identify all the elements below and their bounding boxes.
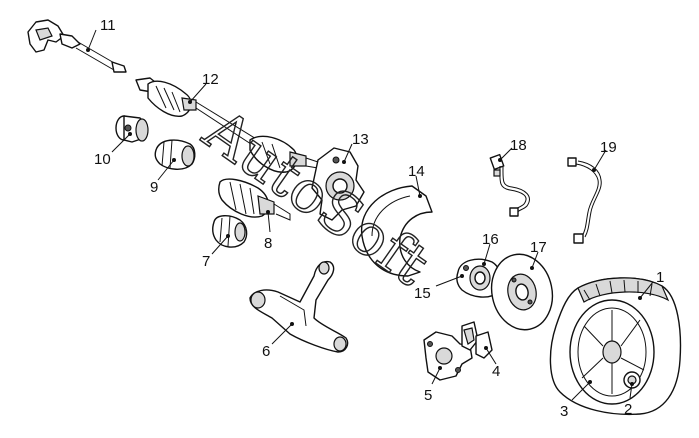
callout-8: 8 — [264, 235, 272, 252]
callout-15: 15 — [414, 285, 431, 302]
leader-lines — [86, 29, 654, 401]
callout-18: 18 — [510, 137, 527, 154]
part-11-driveshaft — [27, 19, 127, 73]
part-7-boot — [211, 215, 248, 248]
callout-11: 11 — [100, 17, 116, 34]
callout-7: 7 — [202, 253, 210, 270]
callout-17: 17 — [530, 239, 547, 256]
callout-13: 13 — [352, 131, 369, 148]
part-10-bushing — [115, 115, 149, 143]
callout-14: 14 — [408, 163, 425, 180]
callout-2: 2 — [624, 401, 632, 418]
callout-19: 19 — [600, 139, 617, 156]
callout-6: 6 — [262, 343, 270, 360]
callout-4: 4 — [492, 363, 500, 380]
part-17-brake-disc — [490, 253, 554, 331]
part-13-knuckle — [311, 147, 365, 221]
callout-9: 9 — [150, 179, 158, 196]
part-5-caliper — [423, 331, 473, 381]
part-6-control-arm — [249, 260, 349, 353]
part-8-cv-joint — [217, 178, 291, 221]
callout-12: 12 — [202, 71, 219, 88]
part-18-sensor — [489, 153, 530, 217]
part-19-cable — [567, 157, 602, 244]
part-14-backing-plate — [360, 185, 433, 277]
callout-1: 1 — [656, 269, 664, 286]
part-1-wheel-assembly — [549, 277, 682, 416]
callout-3: 3 — [560, 403, 568, 420]
part-4-brake-pads — [461, 321, 493, 359]
callout-16: 16 — [482, 231, 499, 248]
callout-10: 10 — [94, 151, 111, 168]
callout-5: 5 — [424, 387, 432, 404]
callout-labels: 1 2 3 4 5 6 7 8 9 10 11 12 13 14 15 16 1… — [94, 17, 664, 420]
part-9-boot — [154, 139, 196, 170]
part-12-cv-axle — [135, 77, 319, 173]
